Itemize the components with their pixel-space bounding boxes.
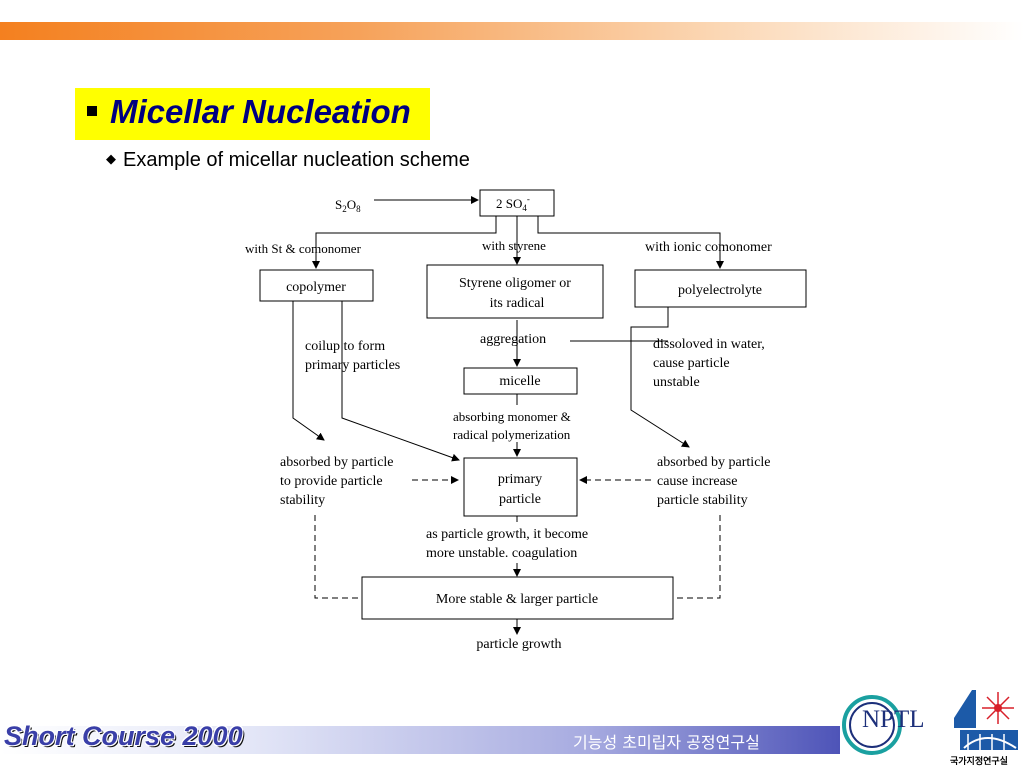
coilup-text-2: primary particles <box>305 358 400 373</box>
dashed-lines <box>314 476 721 599</box>
aggregation-text: aggregation <box>480 332 546 347</box>
growth-text-1: as particle growth, it become <box>426 527 588 542</box>
stable-particle-text: More stable & larger particle <box>436 592 598 607</box>
with-ionic-label: with ionic comonomer <box>645 240 772 255</box>
nptl-logo-text: NPTL <box>862 706 925 733</box>
to-copolymer-arrow <box>312 216 497 269</box>
to-polyelectrolyte-arrow <box>537 216 724 269</box>
absorbed-right-text-3: particle stability <box>657 493 748 508</box>
absorbed-left-text-1: absorbed by particle <box>280 455 394 470</box>
absorbed-left-text-2: to provide particle <box>280 474 383 489</box>
institute-name: 국가지정연구실 <box>950 757 1008 767</box>
with-st-label: with St & comonomer <box>245 241 362 256</box>
polyelectrolyte-text: polyelectrolyte <box>678 283 762 298</box>
copolymer-to-absorbed-arrow <box>292 301 325 441</box>
bottom-gradient-bar <box>0 726 840 754</box>
dissolved-text-3: unstable <box>653 375 700 390</box>
copolymer-to-primary-arrow <box>341 301 460 462</box>
diagram-boxes <box>259 189 807 620</box>
top-gradient-bar <box>0 22 1024 40</box>
coilup-text-1: coilup to form <box>305 339 385 354</box>
connector-lines <box>292 196 724 635</box>
primary-text-2: particle <box>499 492 541 507</box>
dissolved-text-1: dissoloved in water, <box>653 337 765 352</box>
diamond-bullet-icon: ◆ <box>106 152 116 167</box>
absorbed-left-text-3: stability <box>280 493 325 508</box>
copolymer-box <box>259 269 374 302</box>
title-highlight <box>75 88 430 140</box>
dissolved-text-2: cause particle <box>653 356 730 371</box>
right-dashed-loop <box>674 515 721 599</box>
absorbing-text-1: absorbing monomer & <box>453 409 571 424</box>
absorbing-text-2: radical polymerization <box>453 427 571 442</box>
lab-name: 기능성 초미립자 공정연구실 <box>573 733 760 752</box>
initiator-label: S2O8 <box>335 197 361 214</box>
course-label: Short Course 2000 <box>4 721 243 751</box>
copolymer-text: copolymer <box>286 280 346 295</box>
micelle-text: micelle <box>499 374 540 389</box>
polyelectrolyte-arrow <box>630 307 690 448</box>
styrene-oligomer-box <box>426 264 604 319</box>
sulfate-label: 2 SO4- <box>496 194 530 213</box>
left-dashed-loop <box>314 515 362 599</box>
polyelectrolyte-box <box>634 269 807 308</box>
sulfate-box <box>479 189 555 217</box>
growth-text-2: more unstable. coagulation <box>426 546 577 561</box>
nptl-logo-icon <box>842 695 902 755</box>
slide-title: Micellar Nucleation <box>110 93 411 130</box>
stable-particle-box <box>361 576 674 620</box>
with-styrene-label: with styrene <box>482 238 546 253</box>
absorbed-right-text-2: cause increase <box>657 474 737 489</box>
primary-particle-box <box>463 457 578 517</box>
styrene-text-1: Styrene oligomer or <box>459 276 571 291</box>
styrene-text-2: its radical <box>490 296 545 311</box>
primary-text-1: primary <box>498 472 542 487</box>
institute-logo-icon <box>954 690 1018 750</box>
micelle-box <box>463 367 578 395</box>
diagram-text: S2O8 2 SO4- with St & comonomer with sty… <box>245 194 772 652</box>
absorbed-right-text-1: absorbed by particle <box>657 455 771 470</box>
particle-growth-text: particle growth <box>476 637 561 652</box>
title-bullet-icon <box>87 106 97 116</box>
slide-subtitle: Example of micellar nucleation scheme <box>123 149 470 171</box>
